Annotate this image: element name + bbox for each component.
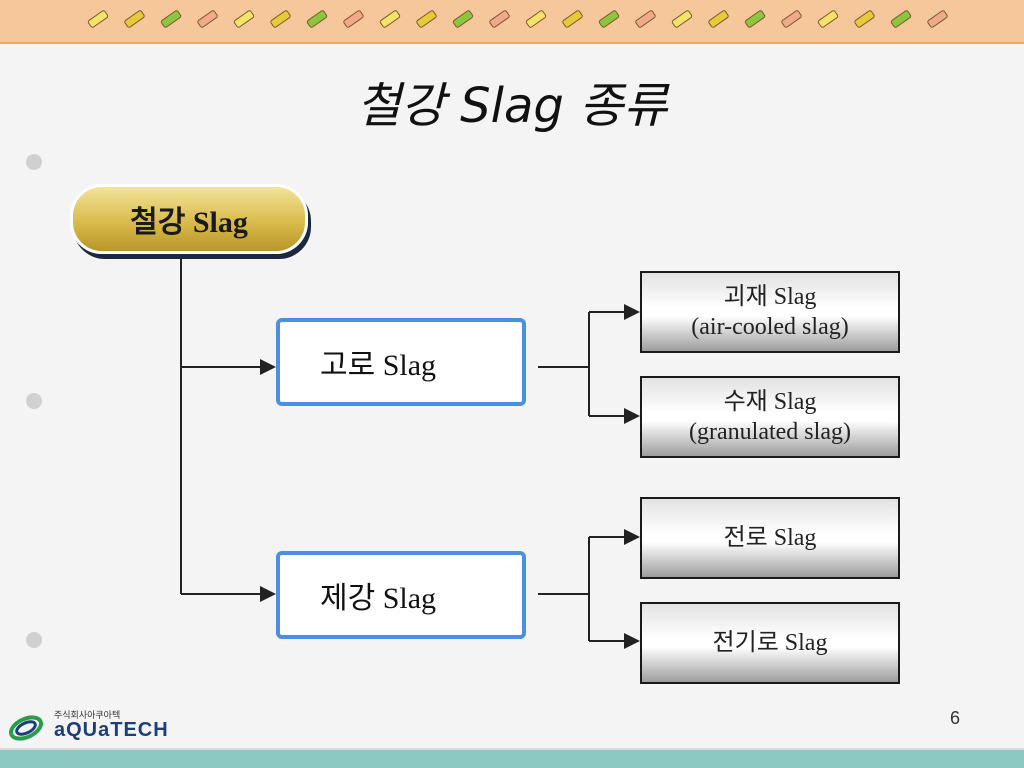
logo-korean-name: 주식회사아쿠아텍: [54, 710, 121, 720]
bullet-dot: [26, 393, 42, 409]
leaf-air-cooled-slag: 괴재 Slag (air-cooled slag): [640, 271, 900, 353]
bullet-dot: [26, 154, 42, 170]
pencil-eraser-icon: [744, 10, 766, 28]
slide-title: 철강 Slag 종류: [356, 78, 668, 134]
leaf-line2: (air-cooled slag): [691, 314, 849, 340]
pencil-eraser-icon: [416, 10, 437, 28]
leaf-line2: (granulated slag): [689, 419, 851, 445]
company-logo: 주식회사아쿠아텍 aQUaTECH: [8, 708, 168, 744]
pencil-eraser-icon: [160, 10, 182, 28]
leaf-line1: 괴재 Slag: [723, 284, 817, 310]
pencil-eraser-icon: [781, 10, 802, 28]
pencil-eraser-icon: [635, 10, 656, 28]
node-steelmaking-slag: 제강 Slag: [276, 551, 526, 639]
pencil-eraser-icon: [270, 10, 291, 28]
bottom-divider: [0, 748, 1024, 750]
pencil-eraser-icon: [489, 10, 510, 28]
pencil-eraser-icon: [708, 10, 729, 28]
leaf-granulated-slag: 수재 Slag (granulated slag): [640, 376, 900, 458]
leaf-line1: 수재 Slag: [723, 389, 817, 415]
node-label: 고로 Slag: [320, 349, 437, 382]
pencil-eraser-icon: [87, 10, 109, 28]
top-decorative-bar: [0, 0, 1024, 44]
pencil-eraser-icon: [197, 10, 218, 28]
node-label: 제강 Slag: [320, 582, 437, 615]
pencil-eraser-icon: [890, 10, 912, 28]
pencil-eraser-icon: [124, 10, 145, 28]
pencil-eraser-icon: [598, 10, 620, 28]
leaf-converter-slag: 전로 Slag: [640, 497, 900, 579]
node-blast-furnace-slag: 고로 Slag: [276, 318, 526, 406]
pencil-eraser-icon: [343, 10, 364, 28]
leaf-line1: 전로 Slag: [723, 525, 817, 551]
leaf-electric-furnace-slag: 전기로 Slag: [640, 602, 900, 684]
logo-wordmark: aQUaTECH: [54, 719, 169, 741]
pencil-eraser-icon: [233, 10, 255, 28]
page-number: 6: [950, 708, 961, 728]
pencil-eraser-icon: [562, 10, 583, 28]
pencil-eraser-pattern: [87, 10, 948, 28]
pencil-eraser-icon: [854, 10, 875, 28]
pencil-eraser-icon: [452, 10, 474, 28]
pencil-eraser-icon: [525, 10, 547, 28]
pencil-eraser-icon: [379, 10, 401, 28]
pencil-eraser-icon: [306, 10, 328, 28]
bottom-decorative-bar: [0, 750, 1024, 768]
pencil-eraser-icon: [927, 10, 948, 28]
logo-swoosh-icon: [9, 715, 43, 741]
bullet-dot: [26, 632, 42, 648]
root-node-steel-slag: 철강 Slag: [70, 184, 308, 254]
pencil-eraser-icon: [671, 10, 693, 28]
pencil-eraser-icon: [817, 10, 839, 28]
leaf-line1: 전기로 Slag: [712, 630, 828, 656]
